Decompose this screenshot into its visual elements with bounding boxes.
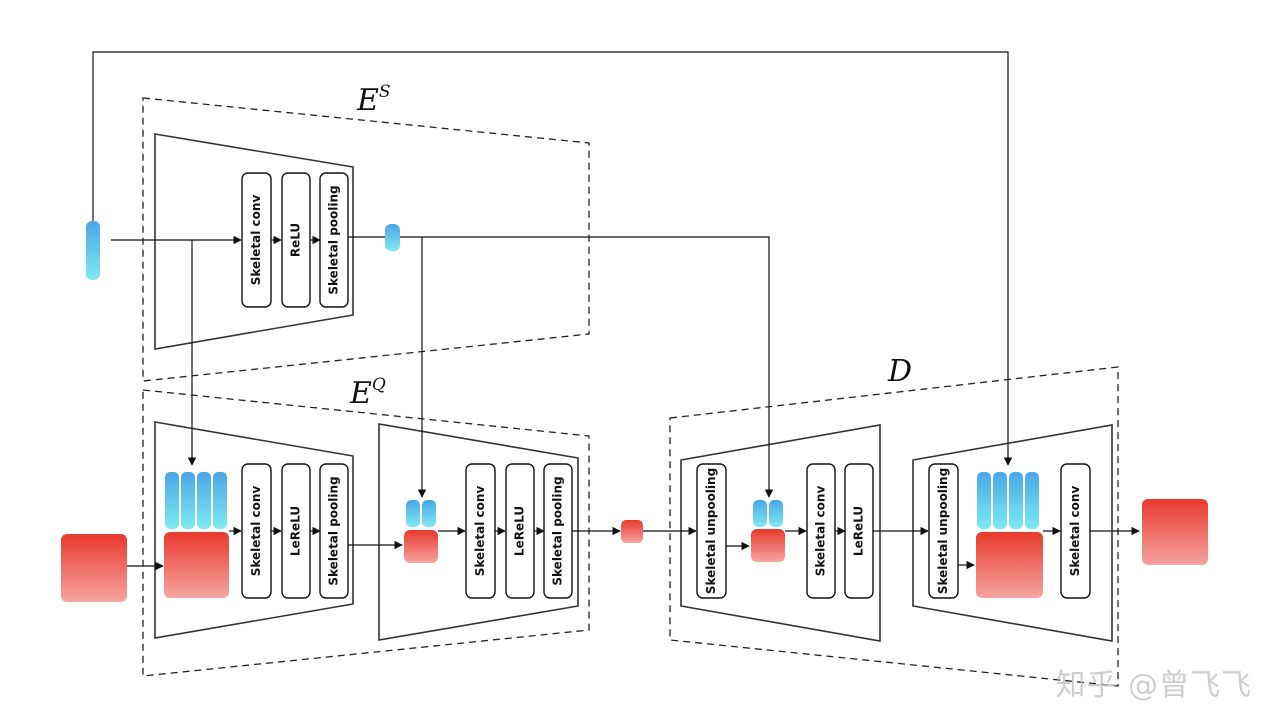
op-label: LeReLU — [852, 506, 866, 556]
eq2-static-concat — [406, 500, 436, 527]
static-feature-slice — [993, 472, 1007, 529]
op-label: ReLU — [289, 223, 303, 257]
op-label: Skeletal pooling — [327, 476, 341, 585]
static-feature-slice — [181, 472, 195, 529]
static-feature-slice — [1009, 472, 1023, 529]
decoder-label: D — [887, 354, 912, 389]
op-label: Skeletal unpooling — [936, 468, 950, 594]
static-feature-slice — [977, 472, 991, 529]
d1-dynamic-tensor — [751, 529, 785, 562]
eq-module-outline — [142, 389, 590, 677]
static-feature-slice — [753, 500, 767, 527]
op-label: LeReLU — [513, 506, 527, 556]
op-box — [281, 172, 311, 308]
op-box — [928, 463, 959, 599]
op-box — [241, 463, 272, 599]
op-label: Skeletal pooling — [551, 476, 565, 585]
d2-dynamic-tensor — [976, 532, 1043, 598]
es-ops: Skeletal conv ReLU Skeletal pooling — [241, 172, 349, 308]
d2-ops: Skeletal unpooling Skeletal conv — [928, 463, 1091, 599]
op-label: Skeletal unpooling — [704, 468, 718, 594]
op-box — [844, 463, 874, 599]
static-feature-slice — [213, 472, 227, 529]
d1-static-concat — [753, 500, 783, 527]
op-box — [319, 463, 349, 599]
op-box — [241, 172, 272, 308]
d1-ops: Skeletal unpooling Skeletal conv LeReLU — [696, 463, 874, 599]
es-module-outline — [142, 97, 590, 382]
static-feature-slice — [1025, 472, 1039, 529]
op-label: Skeletal pooling — [327, 185, 341, 294]
op-box — [806, 463, 836, 599]
eq1-static-concat — [165, 472, 227, 529]
op-label: Skeletal conv — [1068, 486, 1082, 577]
skip-connection-line — [92, 51, 1013, 466]
op-box — [696, 463, 727, 599]
op-box — [465, 463, 496, 599]
op-box — [319, 172, 349, 308]
op-label: Skeletal conv — [249, 486, 263, 577]
op-box — [281, 463, 311, 599]
static-latent-tensor — [385, 224, 400, 251]
d2-static-concat — [977, 472, 1039, 529]
decoder-module-outline — [669, 366, 1119, 687]
op-label: Skeletal conv — [814, 486, 828, 577]
eq1-ops: Skeletal conv LeReLU Skeletal pooling — [241, 463, 349, 599]
es-output-to-decoder-line — [400, 236, 774, 498]
dynamic-input-tensor — [61, 534, 127, 602]
static-feature-slice — [406, 500, 420, 527]
op-label: Skeletal conv — [473, 486, 487, 577]
eq2-dynamic-tensor — [404, 530, 438, 563]
op-label: LeReLU — [289, 506, 303, 556]
encoder-dynamic-label: EQ — [349, 375, 386, 411]
encoder-static-label: ES — [356, 82, 391, 118]
static-feature-slice — [422, 500, 436, 527]
output-tensor — [1142, 499, 1208, 565]
eq2-ops: Skeletal conv LeReLU Skeletal pooling — [465, 463, 573, 599]
static-feature-slice — [769, 500, 783, 527]
static-feature-slice — [197, 472, 211, 529]
static-feature-slice — [165, 472, 179, 529]
static-input-tensor — [86, 221, 100, 280]
op-box — [543, 463, 573, 599]
watermark-text: 知乎 @曾飞飞 — [1055, 668, 1252, 703]
op-label: Skeletal conv — [249, 195, 263, 286]
op-box — [505, 463, 535, 599]
op-box — [1060, 463, 1091, 599]
eq1-dynamic-tensor — [164, 532, 229, 598]
latent-dynamic-tensor — [621, 520, 643, 543]
